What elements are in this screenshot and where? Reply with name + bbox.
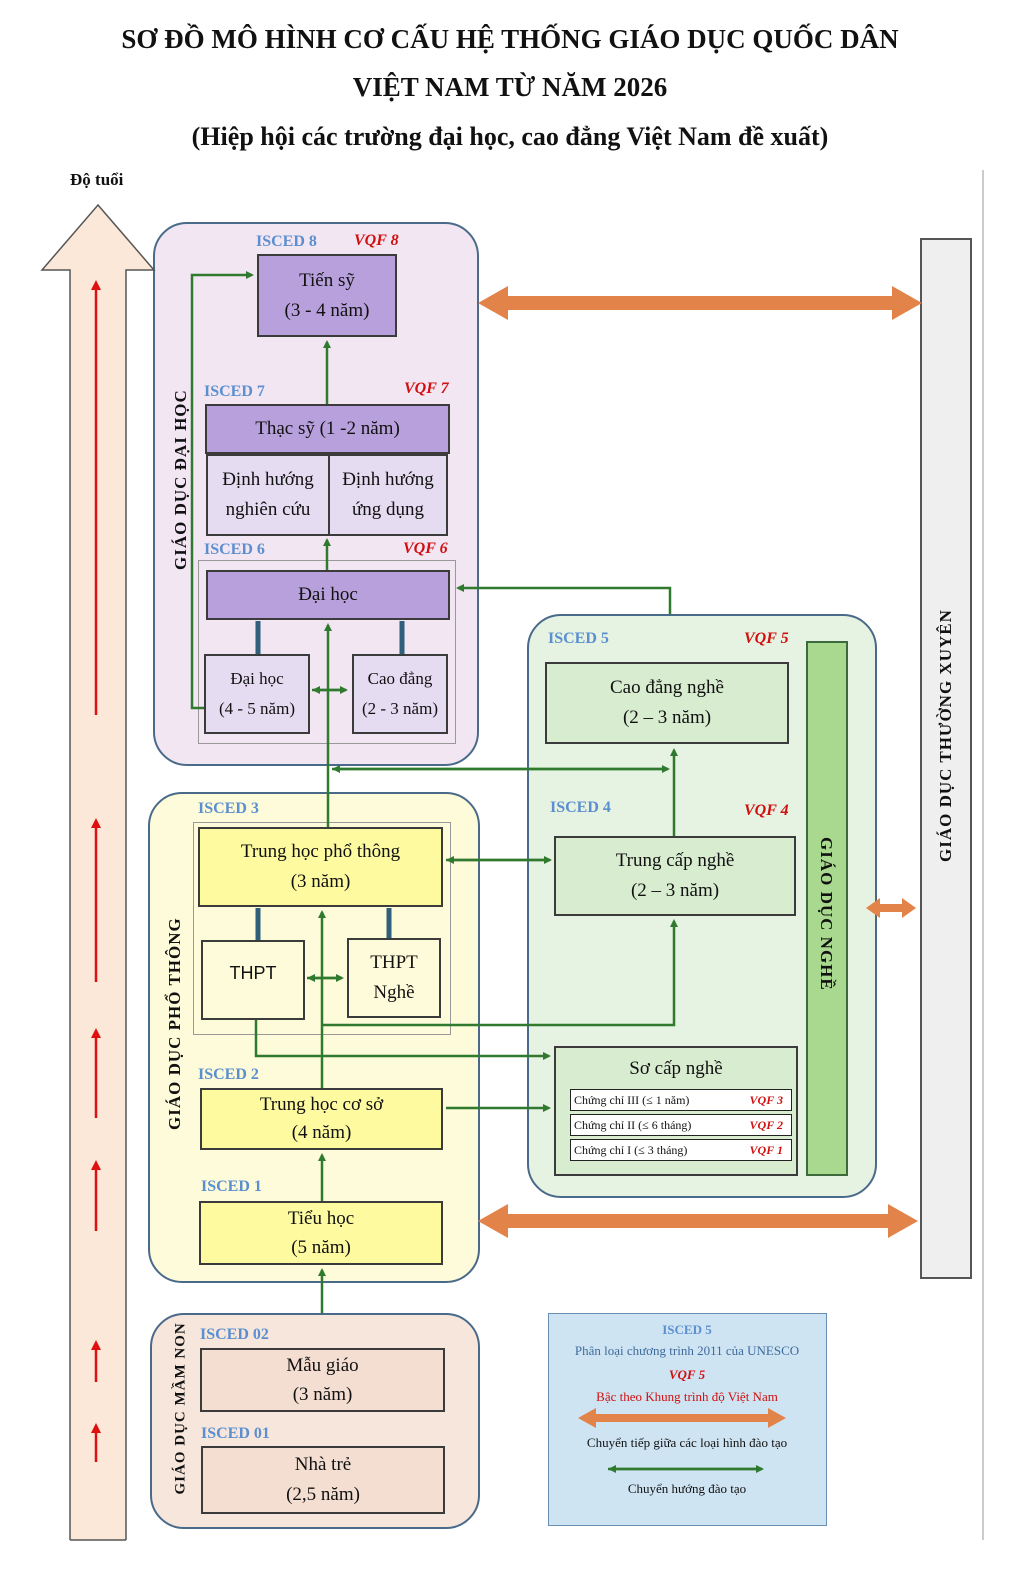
age-axis-arrow — [40, 203, 156, 1540]
bachelor-name: Đại học — [298, 584, 358, 605]
upper-secondary-box: Trung học phổ thông (3 năm) — [198, 827, 443, 907]
college-line1: Cao đẳng — [367, 669, 433, 688]
primary-box: Tiểu học (5 năm) — [199, 1201, 443, 1265]
isced6-label: ISCED 6 — [204, 541, 265, 558]
nursery-duration: (2,5 năm) — [286, 1484, 360, 1505]
thpt-box: THPT — [201, 940, 305, 1020]
lower-secondary-box: Trung học cơ sở (4 năm) — [200, 1088, 443, 1150]
vocational-intermediate-box: Trung cấp nghề (2 – 3 năm) — [554, 836, 796, 916]
primary-name: Tiểu học — [287, 1208, 355, 1229]
nursery-box: Nhà trẻ (2,5 năm) — [201, 1446, 445, 1514]
thpt-name: THPT — [229, 963, 277, 983]
lower-secondary-duration: (4 năm) — [291, 1122, 352, 1143]
master-applied-line2: ứng dụng — [351, 499, 425, 520]
kindergarten-box: Mẫu giáo (3 năm) — [200, 1348, 445, 1412]
isced2-label: ISCED 2 — [198, 1066, 259, 1083]
thpt-vocational-line2: Nghề — [373, 982, 415, 1003]
certificate-2-text: Chứng chỉ II (≤ 6 tháng) — [574, 1118, 692, 1132]
orange-arrows — [478, 286, 922, 1428]
vocational-intermediate-duration: (2 – 3 năm) — [630, 880, 720, 901]
vocational-intermediate-name: Trung cấp nghề — [615, 850, 735, 871]
age-axis-label: Độ tuổi — [70, 170, 124, 189]
isced02-label: ISCED 02 — [200, 1326, 269, 1343]
isced1-label: ISCED 1 — [201, 1178, 262, 1195]
university-line2: (4 - 5 năm) — [218, 699, 295, 718]
legend-isced-desc: Phân loại chương trình 2011 của UNESCO — [574, 1343, 800, 1358]
certificate-1-text: Chứng chỉ I (≤ 3 tháng) — [574, 1143, 688, 1157]
thpt-vocational-line1: THPT — [370, 952, 418, 973]
college-line2: (2 - 3 năm) — [361, 699, 438, 718]
master-box: Thạc sỹ (1 -2 năm) — [205, 404, 450, 454]
vocational-bar — [806, 641, 848, 1176]
kindergarten-name: Mẫu giáo — [286, 1355, 359, 1376]
isced4-label: ISCED 4 — [550, 799, 611, 816]
master-applied-line1: Định hướng — [342, 469, 434, 490]
college-box: Cao đẳng (2 - 3 năm) — [352, 654, 448, 734]
vqf6-label: VQF 6 — [403, 540, 448, 557]
continuing-education-bar — [920, 238, 972, 1279]
master-research-box: Định hướng nghiên cứu — [206, 454, 330, 536]
elementary-vocational-name: Sơ cấp nghề — [629, 1058, 723, 1079]
certificate-2: Chứng chỉ II (≤ 6 tháng) VQF 2 — [570, 1114, 792, 1136]
upper-secondary-name: Trung học phổ thông — [240, 841, 401, 862]
master-name: Thạc sỹ (1 -2 năm) — [255, 418, 400, 439]
doctorate-box: Tiến sỹ (3 - 4 năm) — [257, 254, 397, 337]
isced3-label: ISCED 3 — [198, 800, 259, 817]
isced5-label: ISCED 5 — [548, 630, 609, 647]
master-research-line1: Định hướng — [222, 469, 314, 490]
vqf4-label: VQF 4 — [744, 802, 789, 819]
lower-secondary-name: Trung học cơ sở — [259, 1094, 384, 1115]
certificate-3-text: Chứng chỉ III (≤ 1 năm) — [574, 1093, 690, 1107]
vqf5-label: VQF 5 — [744, 630, 789, 647]
legend-vqf-desc: Bậc theo Khung trình độ Việt Nam — [596, 1389, 778, 1404]
certificate-1-vqf: VQF 1 — [749, 1143, 783, 1157]
thpt-vocational-box: THPT Nghề — [347, 938, 441, 1018]
legend-isced: ISCED 5 — [662, 1322, 712, 1337]
master-research-line2: nghiên cứu — [225, 499, 311, 520]
university-box: Đại học (4 - 5 năm) — [204, 654, 310, 734]
title-line-2: VIỆT NAM TỪ NĂM 2026 — [352, 72, 668, 102]
title-line-1: SƠ ĐỒ MÔ HÌNH CƠ CẤU HỆ THỐNG GIÁO DỤC Q… — [121, 24, 899, 54]
kindergarten-duration: (3 năm) — [292, 1384, 353, 1405]
doctorate-name: Tiến sỹ — [299, 269, 355, 291]
certificate-3-vqf: VQF 3 — [749, 1093, 783, 1107]
title-line-3: (Hiệp hội các trường đại học, cao đẳng V… — [191, 122, 829, 151]
vocational-college-name: Cao đẳng nghề — [610, 677, 724, 698]
vocational-college-box: Cao đẳng nghề (2 – 3 năm) — [545, 662, 789, 744]
primary-duration: (5 năm) — [291, 1237, 351, 1258]
certificate-3: Chứng chỉ III (≤ 1 năm) VQF 3 — [570, 1089, 792, 1111]
doctorate-duration: (3 - 4 năm) — [284, 299, 370, 321]
upper-secondary-duration: (3 năm) — [290, 871, 351, 892]
isced7-label: ISCED 7 — [204, 383, 265, 400]
master-applied-box: Định hướng ứng dụng — [328, 454, 448, 536]
legend-vqf: VQF 5 — [668, 1367, 706, 1382]
legend-orange-arrow-text: Chuyển tiếp giữa các loại hình đào tạo — [586, 1435, 788, 1450]
bachelor-box: Đại học — [206, 570, 450, 620]
vocational-college-duration: (2 – 3 năm) — [622, 707, 712, 728]
vqf7-label: VQF 7 — [404, 380, 449, 397]
vqf8-label: VQF 8 — [354, 232, 399, 249]
nursery-name: Nhà trẻ — [294, 1454, 352, 1475]
university-line1: Đại học — [230, 669, 284, 688]
isced8-label: ISCED 8 — [256, 233, 317, 250]
certificate-2-vqf: VQF 2 — [749, 1118, 783, 1132]
legend-green-arrow-text: Chuyển hướng đào tạo — [627, 1481, 747, 1496]
certificate-1: Chứng chỉ I (≤ 3 tháng) VQF 1 — [570, 1139, 792, 1161]
isced01-label: ISCED 01 — [201, 1425, 270, 1442]
